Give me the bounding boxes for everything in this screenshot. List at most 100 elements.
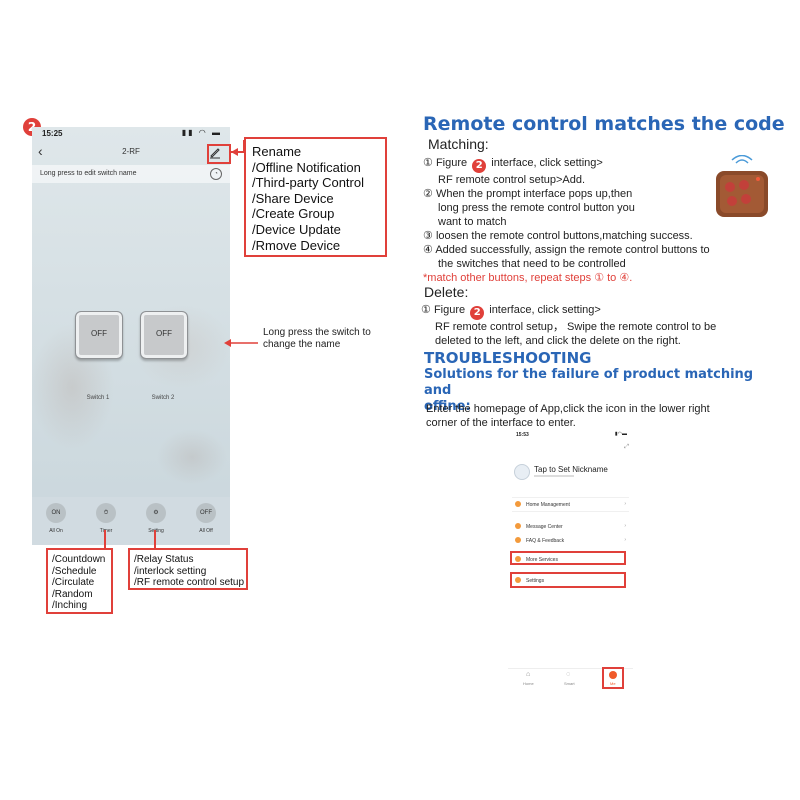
tab-home-label: Home xyxy=(523,681,534,686)
p2-row-message-center[interactable]: Message Center › xyxy=(512,520,629,533)
troubleshooting-heading: TROUBLESHOOTING xyxy=(424,349,592,367)
profile-phone-screen: 15:53 ▮◠▬ ⤢ Tap to Set Nickname Home Man… xyxy=(508,428,633,690)
step-1-pre: Figure xyxy=(435,157,468,169)
figure-2-badge-inline-delete: 2 xyxy=(470,306,485,320)
step-3-num: ③ xyxy=(423,230,433,242)
callout-rename: Rename xyxy=(252,144,302,159)
settings-highlight xyxy=(510,572,626,588)
p2-row-home-management[interactable]: Home Management › xyxy=(512,497,629,512)
switch-1-state: OFF xyxy=(91,329,107,338)
p2-row-label: Home Management xyxy=(526,502,570,508)
phone-screen: 15:25 ▮▮ ◠ ▬ ‹ 2-RF Long press to edit s… xyxy=(32,127,230,545)
step-3: ③ loosen the remote control buttons,matc… xyxy=(423,229,768,243)
enter-line-2: corner of the interface to enter. xyxy=(426,417,576,429)
p2-status-time: 15:53 xyxy=(516,432,529,438)
p2-row-settings[interactable]: Settings xyxy=(512,574,629,587)
nav-title: 2-RF xyxy=(122,147,140,156)
callout-third-party-control: /Third-party Control xyxy=(252,175,364,191)
more-services-highlight xyxy=(510,551,626,565)
chevron-right-icon: › xyxy=(624,501,626,507)
all-off-label: All Off xyxy=(199,528,213,534)
tab-me-icon[interactable] xyxy=(609,671,617,679)
p2-row-more-services[interactable]: More Services xyxy=(512,553,629,566)
step-2-num: ② xyxy=(423,188,433,200)
delete-step-cont-2: deleted to the left, and click the delet… xyxy=(435,335,681,347)
tab-home-icon[interactable]: ⌂ xyxy=(526,671,531,678)
p2-row-label: Message Center xyxy=(526,524,563,530)
clock-icon[interactable]: ◔ xyxy=(210,168,222,180)
delete-step-cont-1: RF remote control setup， Swipe the remot… xyxy=(435,321,717,333)
step-3-text: loosen the remote control buttons,matchi… xyxy=(435,230,693,242)
callout-interlock-setting: /interlock setting xyxy=(134,565,207,577)
back-arrow-icon[interactable]: ‹ xyxy=(38,143,43,159)
tab-me-label: Me xyxy=(610,681,616,686)
switch-1-name: Switch 1 xyxy=(86,395,110,401)
edit-icon[interactable] xyxy=(208,145,222,159)
all-on-button[interactable]: ON xyxy=(46,503,66,523)
step-2-text: When the prompt interface pops up,then xyxy=(435,188,633,200)
callout-circulate: /Circulate xyxy=(52,577,95,589)
p2-status-icons: ▮◠▬ xyxy=(614,431,627,437)
callout-remove-device: /Rmove Device xyxy=(252,237,341,253)
delete-label: Delete: xyxy=(424,284,469,300)
delete-step-post: interface, click setting> xyxy=(489,304,601,316)
step-1-num: ① xyxy=(423,157,433,169)
solutions-line-1: Solutions for the failure of product mat… xyxy=(424,367,754,398)
callout-share-device: /Share Device xyxy=(252,190,334,206)
step-1-cont: RF remote control setup>Add. xyxy=(438,174,586,186)
p2-row-label: Settings xyxy=(526,578,545,584)
remote-control-image xyxy=(716,155,768,217)
timer-menu-callout: /Countdown /Schedule /Circulate /Random … xyxy=(46,548,113,614)
step-4-num: ④ xyxy=(423,244,433,256)
p2-row-faq[interactable]: FAQ & Feedback › xyxy=(512,534,629,547)
delete-step-num: ① xyxy=(421,304,431,316)
settings-icon xyxy=(515,577,521,583)
enter-instructions: Enter the homepage of App,click the icon… xyxy=(426,402,776,430)
me-tab-highlight xyxy=(602,667,624,689)
p2-row-label: More Services xyxy=(526,557,558,563)
callout-countdown: /Countdown xyxy=(52,554,106,565)
all-on-label: All On xyxy=(49,528,63,534)
more-services-icon xyxy=(515,556,521,562)
callout-rf-remote-setup: /RF remote control setup xyxy=(134,577,245,589)
switch-2-button[interactable]: OFF xyxy=(140,311,188,359)
timer-icon[interactable]: ⏱ xyxy=(96,503,116,523)
edit-icon-highlight xyxy=(207,144,231,164)
settings-menu-callout: Rename /Offline Notification /Third-part… xyxy=(244,137,387,257)
status-time: 15:25 xyxy=(42,129,63,138)
solutions-heading: Solutions for the failure of product mat… xyxy=(424,367,784,415)
step-4: ④ Added successfully, assign the remote … xyxy=(423,243,768,257)
repeat-note: *match other buttons, repeat steps ① to … xyxy=(423,272,633,284)
hint-bar: Long press to edit switch name ◔ xyxy=(32,165,230,183)
callout-create-group: /Create Group xyxy=(252,206,335,222)
chevron-right-icon: › xyxy=(624,537,626,543)
bottom-action-bar: ON All On ⏱ Timer ⚙ Setting OFF All Off xyxy=(32,497,230,545)
setting-label: Setting xyxy=(148,528,164,534)
faq-icon xyxy=(515,537,521,543)
message-icon xyxy=(515,523,521,529)
signal-wifi-battery-icon: ▮▮ ◠ ▬ xyxy=(181,128,222,137)
step-2-cont-1: long press the remote control button you xyxy=(438,202,635,214)
callout-device-update: /Device Update xyxy=(252,221,341,237)
hint-text: Long press to edit switch name xyxy=(40,170,137,177)
tab-smart-icon[interactable]: ◌ xyxy=(566,671,571,678)
long-press-note: Long press the switch to change the name xyxy=(263,327,371,350)
setting-icon[interactable]: ⚙ xyxy=(146,503,166,523)
avatar[interactable] xyxy=(514,464,530,480)
p2-expand-icon[interactable]: ⤢ xyxy=(624,444,629,450)
callout-relay-status: /Relay Status xyxy=(134,554,194,565)
p2-tab-bar: ⌂ Home ◌ Smart Me xyxy=(508,668,633,690)
callout-random: /Random xyxy=(52,588,93,600)
step-1-post: interface, click setting> xyxy=(491,157,603,169)
step-2: ② When the prompt interface pops up,then xyxy=(423,187,768,201)
home-icon xyxy=(515,501,521,507)
step-4-cont: the switches that need to be controlled xyxy=(438,258,626,270)
step-1: ① Figure 2 interface, click setting> xyxy=(423,156,768,173)
nickname-sub-line xyxy=(534,475,574,477)
delete-steps: ① Figure 2 interface, click setting> RF … xyxy=(421,303,766,348)
nickname-label[interactable]: Tap to Set Nickname xyxy=(534,465,608,474)
all-off-button[interactable]: OFF xyxy=(196,503,216,523)
switch-2-name: Switch 2 xyxy=(151,395,175,401)
switch-1-button[interactable]: OFF xyxy=(75,311,123,359)
solutions-line-2: offine: xyxy=(424,399,471,414)
